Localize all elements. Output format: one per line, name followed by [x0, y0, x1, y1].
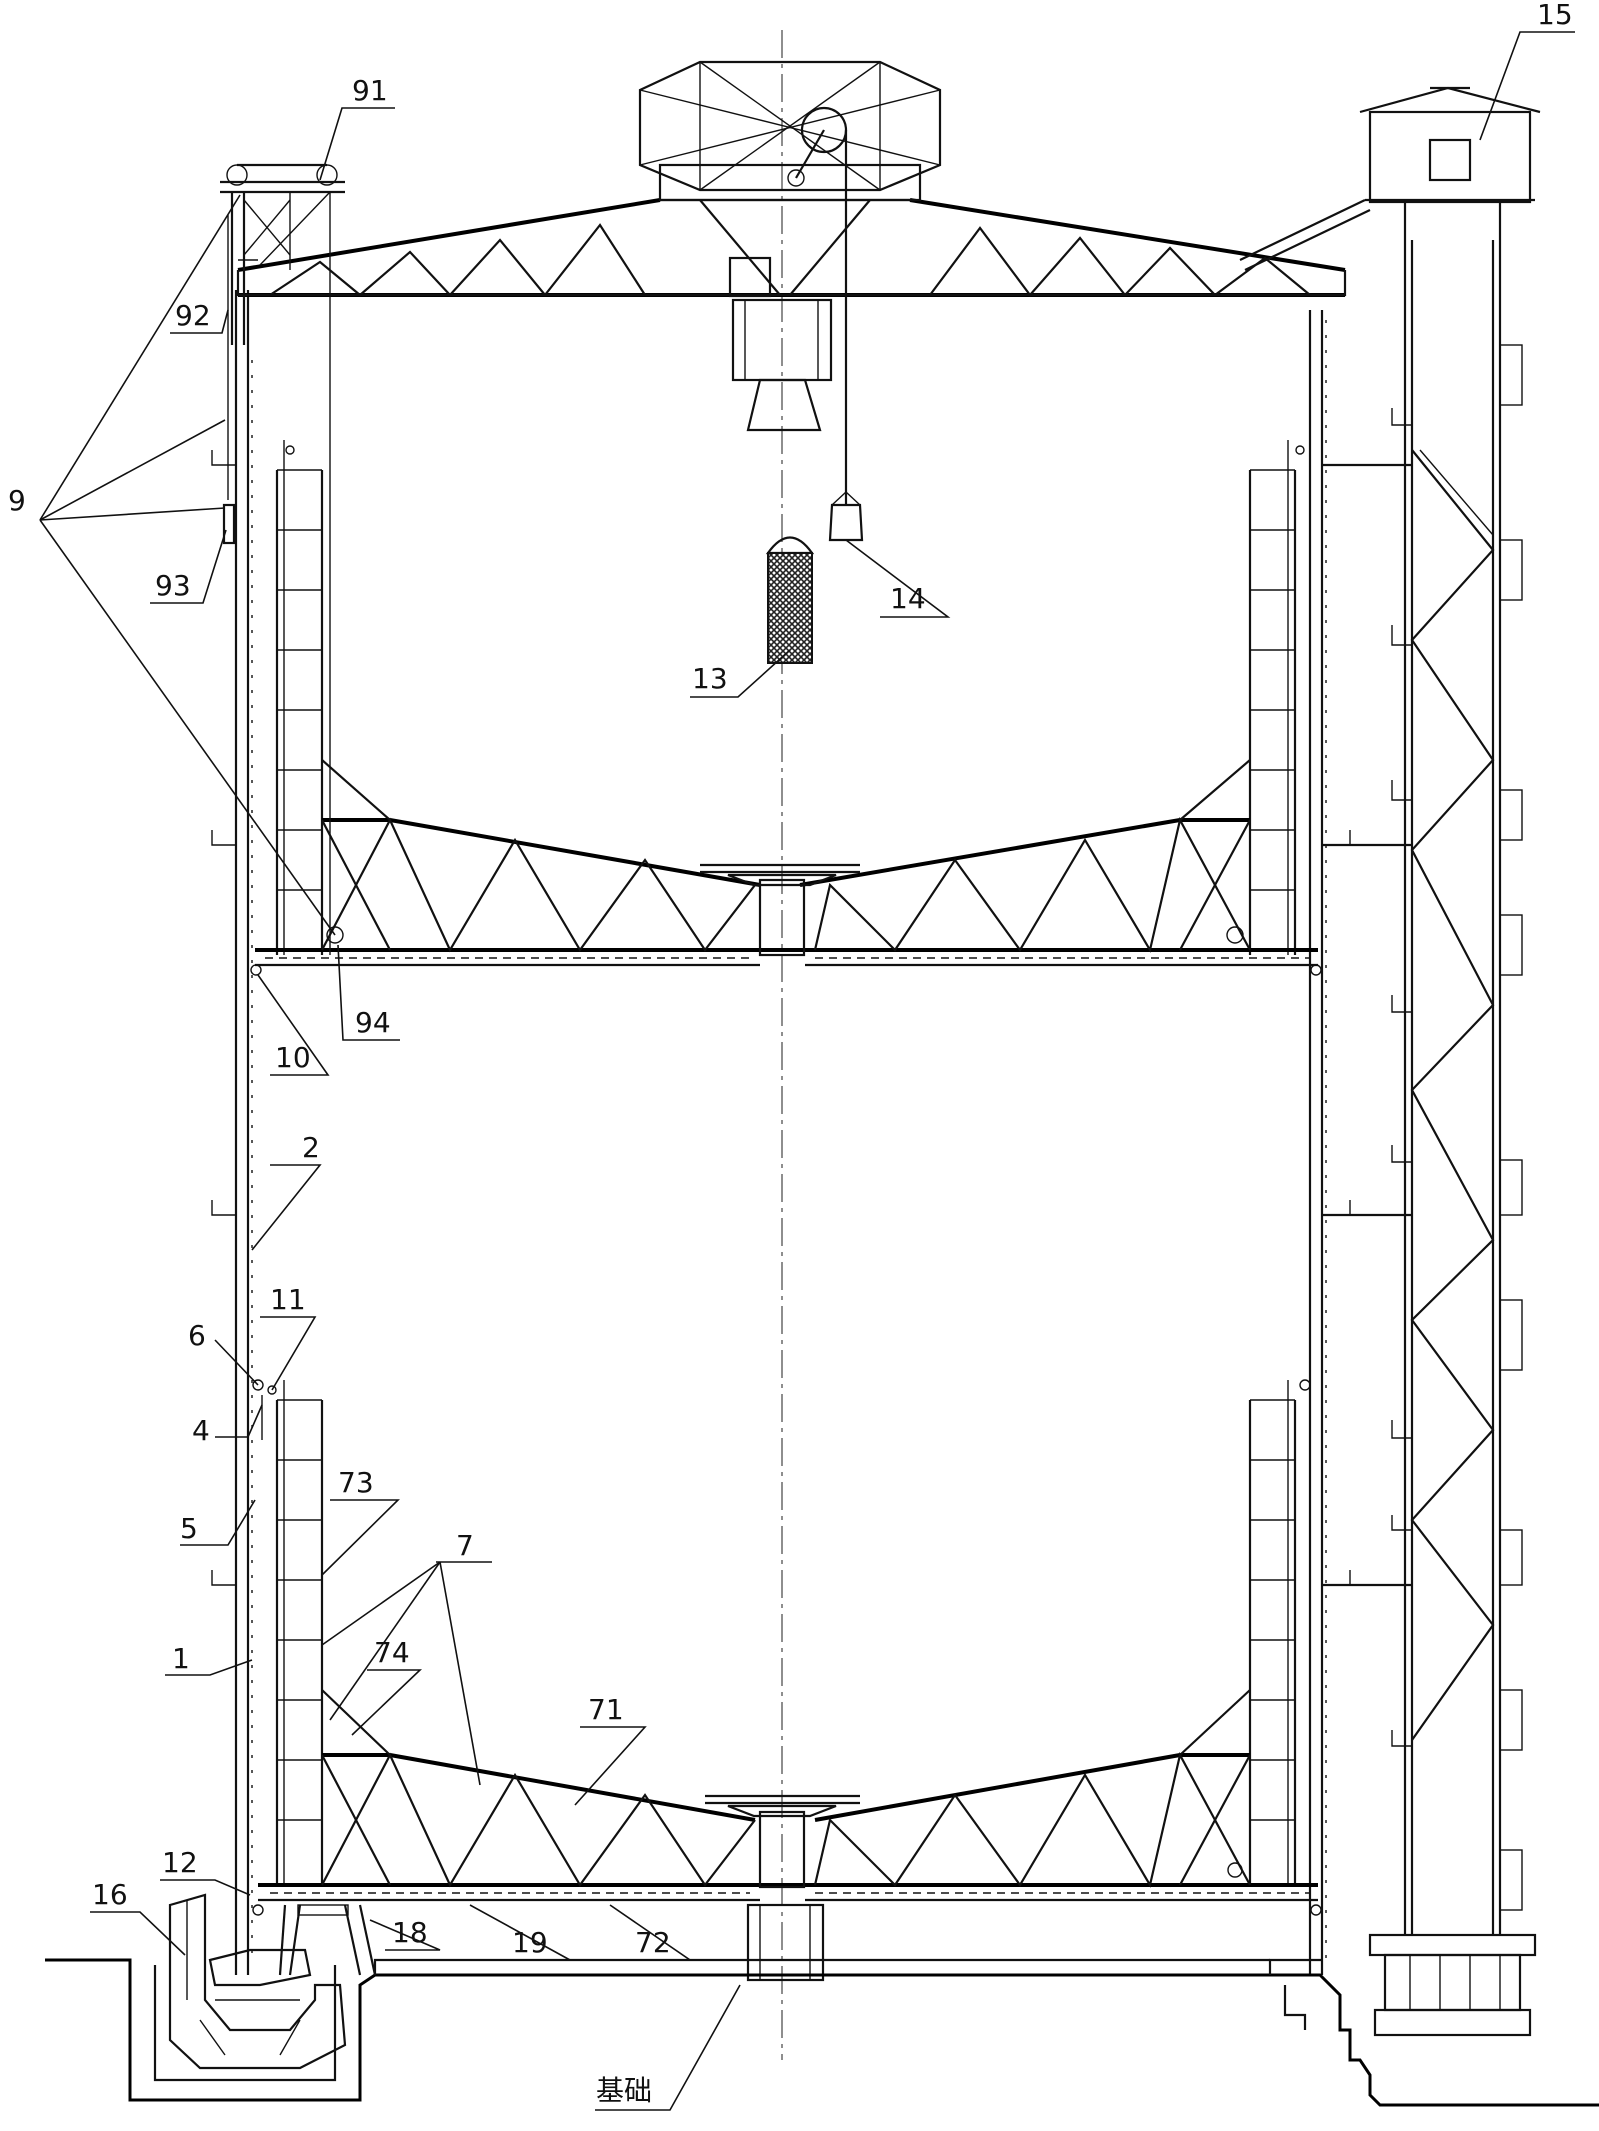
label-91: 91 — [352, 74, 388, 107]
pin-94-left — [326, 926, 344, 944]
pin-upper-left — [285, 445, 295, 455]
label-18: 18 — [392, 1916, 428, 1949]
label-74: 74 — [374, 1636, 410, 1669]
hoist-frame-91 — [220, 163, 345, 345]
ladder-lower-right — [1248, 1380, 1297, 1885]
bracket-lower-left — [252, 1379, 277, 1440]
label-15: 15 — [1537, 0, 1573, 31]
pin-lower-right — [1299, 1379, 1311, 1391]
label-5: 5 — [180, 1512, 198, 1545]
label-16: 16 — [92, 1878, 128, 1911]
pin-lower-left-deck — [252, 1904, 264, 1916]
label-9: 9 — [8, 484, 26, 517]
pin-lower-94-right — [1227, 1862, 1243, 1878]
pin-upper-right — [1295, 445, 1305, 455]
ladder-lower-left — [275, 1380, 324, 1885]
pin-10-left — [250, 964, 262, 976]
label-72: 72 — [635, 1926, 671, 1959]
platform-truss-upper — [255, 759, 1318, 957]
support-legs — [278, 1904, 377, 1976]
control-cabin-15 — [1239, 86, 1541, 271]
platform-truss-lower — [258, 1689, 1318, 1889]
label-6: 6 — [188, 1319, 206, 1352]
pin-10-right — [1310, 964, 1322, 976]
pulley-wheel-icon — [787, 106, 848, 187]
label-13: 13 — [692, 662, 728, 695]
stair-brackets — [1391, 408, 1412, 1747]
label-2: 2 — [302, 1131, 320, 1164]
roof-cupola — [638, 60, 942, 202]
label-19: 19 — [512, 1926, 548, 1959]
pin-94-right — [1226, 926, 1244, 944]
ladder-upper-right — [1248, 440, 1297, 955]
discharge-channel — [153, 1893, 347, 2082]
silo-wall-left — [234, 290, 253, 1975]
label-1: 1 — [172, 1642, 190, 1675]
label-7: 7 — [456, 1529, 474, 1562]
label-10: 10 — [275, 1041, 311, 1074]
label-71: 71 — [588, 1693, 624, 1726]
label-12: 12 — [162, 1846, 198, 1879]
tower-base — [1368, 1933, 1537, 2037]
upper-platform-deck — [255, 957, 1318, 967]
mesh-cylinder — [765, 536, 815, 664]
label-92: 92 — [175, 299, 211, 332]
pin-lower-right-deck — [1310, 1904, 1322, 1916]
silo-wall-right — [1308, 310, 1327, 1975]
central-support-column — [746, 1903, 825, 1982]
roof-truss — [236, 198, 1347, 297]
stair-tower — [1322, 200, 1502, 1935]
label-93: 93 — [155, 569, 191, 602]
counterweight-93 — [222, 503, 236, 545]
label-73: 73 — [338, 1466, 374, 1499]
label-94: 94 — [355, 1006, 391, 1039]
lower-platform-deck — [258, 1892, 1318, 1902]
label-11: 11 — [270, 1283, 306, 1316]
leader-lines — [39, 31, 1575, 2111]
foundation-outline — [45, 1958, 1599, 2107]
label-4: 4 — [192, 1414, 210, 1447]
stair-landings — [1499, 344, 1523, 1911]
hook-weight — [828, 491, 864, 542]
label-foundation: 基础 — [596, 2074, 652, 2107]
ladder-upper-left — [275, 440, 324, 955]
label-14: 14 — [890, 582, 926, 615]
feeder-unit — [728, 256, 833, 432]
